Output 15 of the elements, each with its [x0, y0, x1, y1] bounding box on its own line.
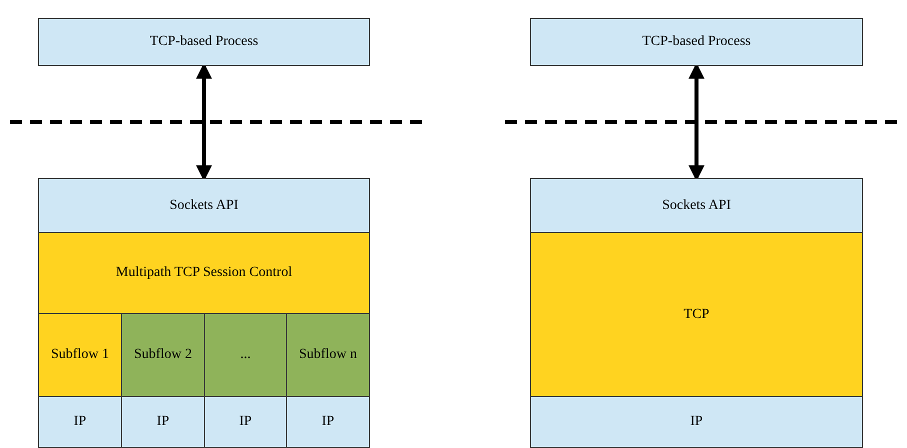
layer-box: Multipath TCP Session Control: [38, 232, 370, 314]
layer-box: IP: [530, 396, 863, 448]
layer-box: Sockets API: [530, 178, 863, 233]
layer-box: IP: [38, 396, 122, 448]
layer-box: TCP: [530, 232, 863, 397]
layer-box: Subflow 1: [38, 313, 122, 397]
layer-box: IP: [204, 396, 287, 448]
layer-box: ...: [204, 313, 287, 397]
layer-box: IP: [286, 396, 370, 448]
layer-box: IP: [121, 396, 205, 448]
process-box: TCP-based Process: [38, 18, 370, 66]
layer-box: Subflow n: [286, 313, 370, 397]
layer-box: Subflow 2: [121, 313, 205, 397]
process-box: TCP-based Process: [530, 18, 863, 66]
layer-box: Sockets API: [38, 178, 370, 233]
